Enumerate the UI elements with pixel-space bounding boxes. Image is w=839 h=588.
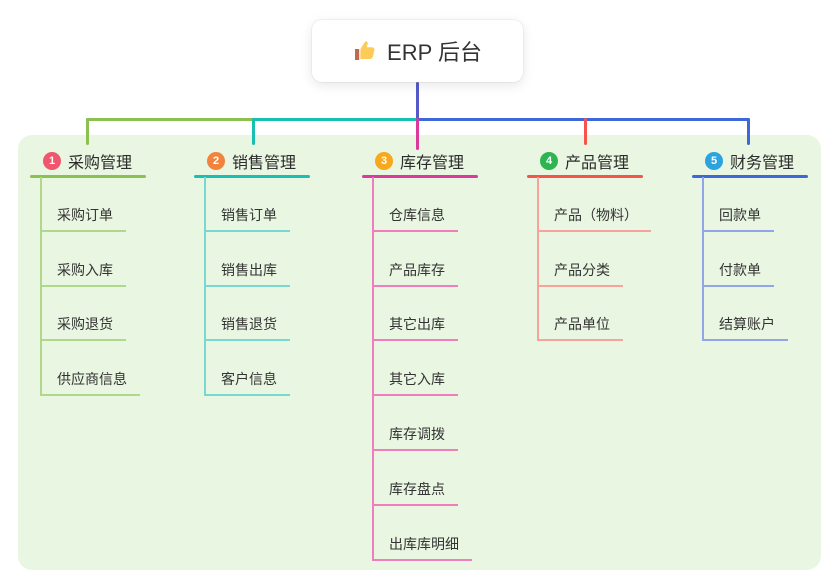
root-vertical-line [416,82,419,121]
connector-drop-3 [416,118,419,150]
branch-label: 采购管理 [68,155,133,172]
child-node[interactable]: 产品分类 [537,261,623,287]
child-node[interactable]: 销售退货 [204,315,290,341]
connector-segment-teal [252,118,418,121]
root-node-erp[interactable]: ERP 后台 [312,20,523,82]
branch-connector-line [372,177,374,561]
child-node[interactable]: 其它出库 [372,315,458,341]
child-node[interactable]: 采购退货 [40,315,126,341]
child-node[interactable]: 产品库存 [372,261,458,287]
child-node[interactable]: 其它入库 [372,370,458,396]
child-node[interactable]: 库存调拨 [372,425,458,451]
branch-label: 产品管理 [565,155,630,172]
child-node[interactable]: 回款单 [702,206,774,232]
child-node[interactable]: 付款单 [702,261,774,287]
child-node[interactable]: 采购订单 [40,206,126,232]
root-node-label: ERP 后台 [387,40,482,65]
branch-number-badge: 1 [43,152,61,170]
branch-underline [30,175,146,178]
child-node[interactable]: 仓库信息 [372,206,458,232]
branch-node-finance[interactable]: 5 财务管理 [705,151,795,172]
child-node[interactable]: 产品单位 [537,315,623,341]
child-node[interactable]: 库存盘点 [372,480,458,506]
child-node[interactable]: 产品（物料） [537,206,651,232]
child-node[interactable]: 采购入库 [40,261,126,287]
branch-node-inventory[interactable]: 3 库存管理 [375,151,465,172]
child-node[interactable]: 供应商信息 [40,370,140,396]
branch-number-badge: 2 [207,152,225,170]
branch-label: 库存管理 [400,155,465,172]
branch-node-sales[interactable]: 2 销售管理 [207,151,297,172]
branch-number-badge: 4 [540,152,558,170]
branch-underline [692,175,808,178]
thumbs-up-icon [353,39,377,63]
connector-segment-green [86,118,254,121]
branch-underline [194,175,310,178]
branch-connector-line [702,177,704,341]
connector-drop-4 [584,118,587,145]
branch-node-purchase[interactable]: 1 采购管理 [43,151,133,172]
branch-number-badge: 5 [705,152,723,170]
branch-label: 销售管理 [232,155,297,172]
branch-node-product[interactable]: 4 产品管理 [540,151,630,172]
connector-segment-blue [416,118,750,121]
connector-drop-1 [86,118,89,145]
branch-underline [527,175,643,178]
branch-connector-line [537,177,539,341]
connector-drop-2 [252,118,255,145]
connector-drop-5 [747,118,750,145]
child-node[interactable]: 销售订单 [204,206,290,232]
branch-number-badge: 3 [375,152,393,170]
branch-label: 财务管理 [730,155,795,172]
child-node[interactable]: 结算账户 [702,315,788,341]
branches-panel [18,135,821,570]
branch-underline [362,175,478,178]
child-node[interactable]: 销售出库 [204,261,290,287]
child-node[interactable]: 客户信息 [204,370,290,396]
child-node[interactable]: 出库库明细 [372,535,472,561]
